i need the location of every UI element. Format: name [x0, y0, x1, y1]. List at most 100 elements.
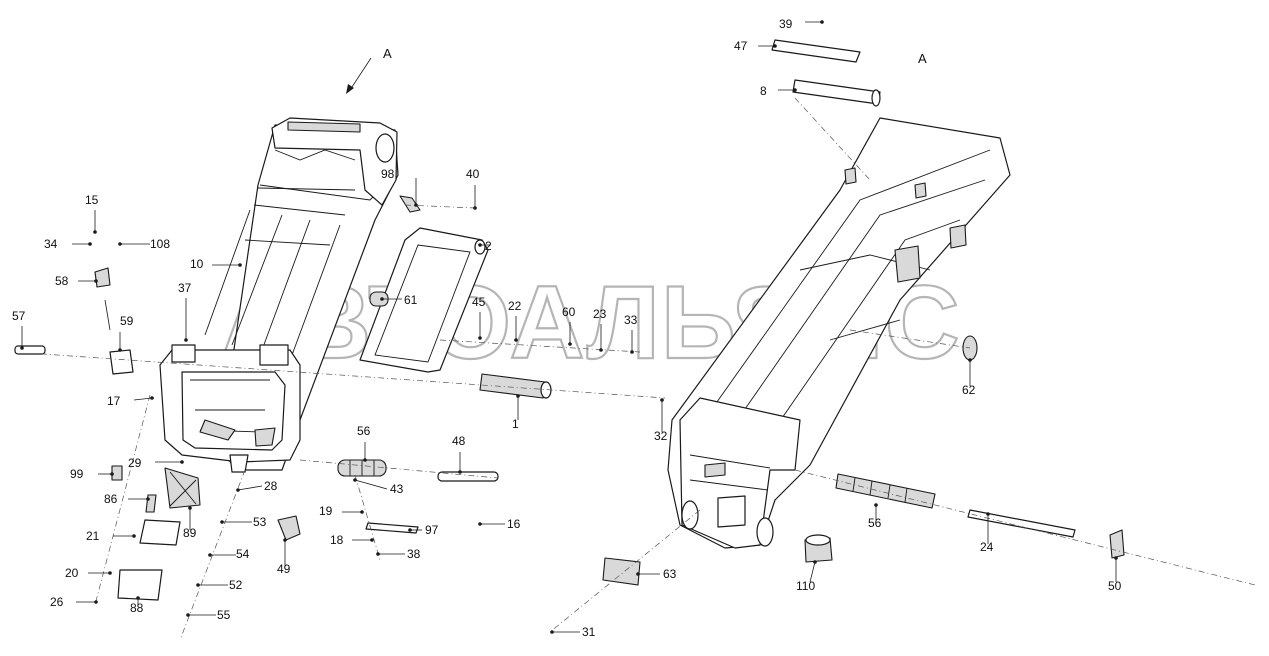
leader-dot — [184, 338, 188, 342]
callout-number: 17 — [107, 394, 121, 408]
callout-10: 10 — [190, 257, 242, 271]
leader-line — [237, 485, 263, 491]
callout-47: 47 — [734, 39, 777, 53]
callout-33: 33 — [624, 313, 638, 354]
callout-number: 57 — [12, 309, 26, 323]
leader-line — [354, 479, 388, 490]
leader-dot — [380, 297, 384, 301]
leader-dot — [473, 206, 477, 210]
leader-dot — [793, 88, 797, 92]
leader-dot — [236, 488, 240, 492]
callout-40: 40 — [466, 167, 480, 210]
callout-29: 29 — [128, 456, 184, 470]
callout-24: 24 — [980, 512, 994, 554]
callout-37: 37 — [178, 281, 192, 342]
callout-31: 31 — [550, 625, 596, 639]
callout-number: 50 — [1108, 579, 1122, 593]
leader-dot — [414, 203, 418, 207]
callout-108: 108 — [118, 237, 170, 251]
leader-dot — [118, 242, 122, 246]
callout-number: 89 — [183, 526, 197, 540]
callout-number: 63 — [663, 567, 677, 581]
callout-number: 22 — [508, 299, 522, 313]
leader-dot — [568, 342, 572, 346]
callout-49: 49 — [277, 538, 291, 576]
callout-2: 2 — [478, 239, 492, 253]
callout-59: 59 — [118, 314, 134, 352]
callout-number: 1 — [512, 417, 519, 431]
callout-number: 98 — [381, 167, 395, 181]
callout-1: 1 — [512, 394, 520, 431]
leader-dot — [1114, 556, 1118, 560]
callout-56: 56 — [357, 424, 371, 462]
callout-number: 61 — [404, 293, 418, 307]
leader-dot — [94, 600, 98, 604]
callout-number: 29 — [128, 456, 142, 470]
leader-dot — [196, 583, 200, 587]
callout-number: 39 — [779, 17, 793, 31]
callout-number: 47 — [734, 39, 748, 53]
leader-dot — [88, 242, 92, 246]
leader-dot — [108, 571, 112, 575]
leader-dot — [363, 458, 367, 462]
leader-dot — [813, 560, 817, 564]
callout-28: 28 — [236, 479, 278, 493]
leader-dot — [238, 263, 242, 267]
leader-dot — [136, 596, 140, 600]
leader-dot — [353, 478, 357, 482]
leader-dot — [773, 44, 777, 48]
callout-53: 53 — [220, 515, 267, 529]
callout-number: 37 — [178, 281, 192, 295]
callout-18: 18 — [330, 533, 374, 547]
callout-number: 28 — [264, 479, 278, 493]
view-label-a-left: A — [383, 46, 392, 61]
leader-dot — [516, 394, 520, 398]
leader-dot — [93, 230, 97, 234]
leader-dot — [180, 460, 184, 464]
callout-43: 43 — [353, 478, 404, 496]
callout-60: 60 — [562, 305, 576, 346]
leader-dot — [636, 572, 640, 576]
leader-dot — [820, 20, 824, 24]
callout-number: 16 — [507, 517, 521, 531]
leader-dot — [132, 534, 136, 538]
leader-dot — [514, 338, 518, 342]
callout-number: 10 — [190, 257, 204, 271]
callout-number: 33 — [624, 313, 638, 327]
shaft-57 — [14, 345, 46, 355]
leader-dot — [968, 358, 972, 362]
callout-number: 45 — [472, 295, 486, 309]
callout-number: 108 — [150, 237, 170, 251]
callout-number: 97 — [425, 523, 439, 537]
leader-dot — [220, 520, 224, 524]
callout-50: 50 — [1108, 556, 1122, 593]
callout-39: 39 — [779, 17, 824, 31]
callout-number: 59 — [120, 314, 134, 328]
callout-number: 8 — [760, 84, 767, 98]
callout-number: 60 — [562, 305, 576, 319]
view-arrow-a — [346, 57, 372, 94]
leader-dot — [186, 613, 190, 617]
leader-dot — [874, 503, 878, 507]
callout-number: 54 — [236, 547, 250, 561]
callout-55: 55 — [186, 608, 231, 622]
callout-number: 34 — [44, 237, 58, 251]
callout-number: 56 — [868, 516, 882, 530]
callout-110: 110 — [796, 560, 817, 593]
callout-32: 32 — [654, 398, 668, 443]
callout-19: 19 — [319, 504, 364, 518]
callout-21: 21 — [86, 529, 136, 543]
callout-number: 15 — [85, 193, 99, 207]
callout-45: 45 — [472, 295, 486, 340]
callout-20: 20 — [65, 566, 112, 580]
leader-dot — [146, 497, 150, 501]
leader-dot — [110, 472, 114, 476]
callout-number: 32 — [654, 429, 668, 443]
callout-number: 40 — [466, 167, 480, 181]
leader-dot — [986, 512, 990, 516]
callout-number: 26 — [50, 595, 64, 609]
leader-dot — [370, 538, 374, 542]
callout-8: 8 — [760, 84, 797, 98]
